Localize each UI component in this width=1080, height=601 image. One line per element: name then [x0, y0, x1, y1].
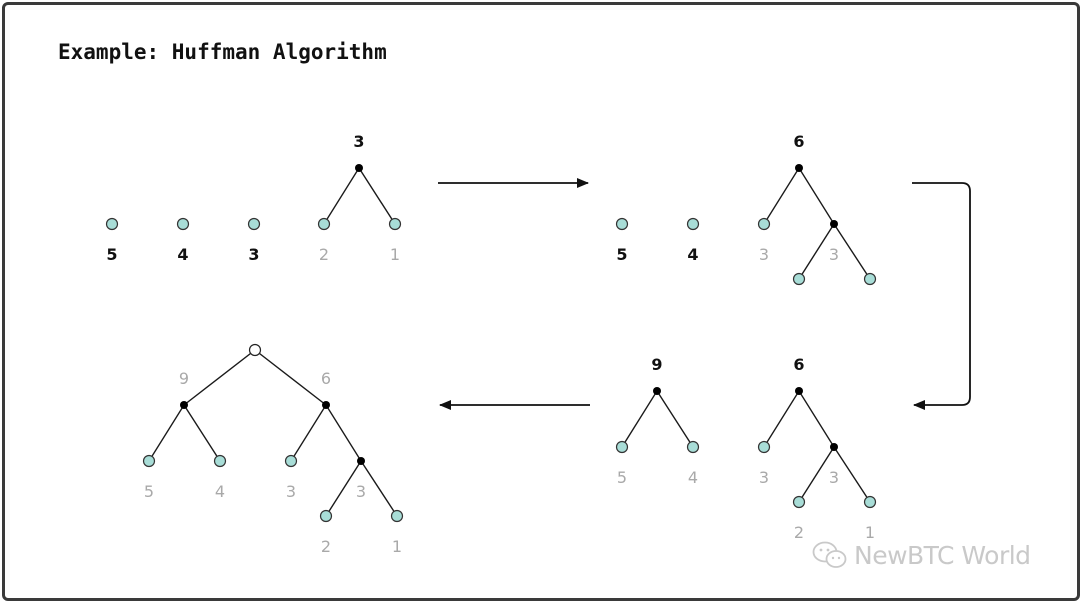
step-3-label-leaf3: 3 — [759, 468, 769, 487]
step-2-node-n6 — [795, 164, 803, 172]
step-4-node-n3 — [357, 457, 365, 465]
step-4-edge-n3-leaf1 — [360, 460, 398, 517]
step-4-edge-n6-n3 — [325, 404, 362, 462]
step-3-edge-n3-leaf1 — [833, 446, 871, 503]
step-2-label-leaf5: 5 — [616, 245, 627, 264]
page-title: Example: Huffman Algorithm — [58, 40, 387, 64]
step-1-edge-n3-leaf1 — [358, 167, 396, 225]
step-2-node-leaf4 — [686, 217, 700, 231]
step-3-label-n3: 3 — [829, 468, 839, 487]
step-4-node-n9 — [180, 401, 188, 409]
step-2-edge-n6-n3 — [798, 167, 835, 225]
step-4-label-leaf3: 3 — [286, 482, 296, 501]
step-3-node-leaf4 — [686, 440, 700, 454]
step-4-node-leaf3 — [284, 454, 298, 468]
step-1-node-leaf5 — [105, 217, 119, 231]
step-1-edge-n3-leaf2 — [323, 167, 360, 225]
step-4-label-n9: 9 — [179, 369, 189, 388]
step-1-node-leaf2 — [317, 217, 331, 231]
step-2-label-leaf4: 4 — [687, 245, 698, 264]
step-2-edge-n6-leaf3 — [763, 167, 800, 225]
step-1-label-leaf5: 5 — [106, 245, 117, 264]
step-4-edge-n6-leaf3 — [290, 404, 327, 462]
step-4-label-leaf4: 4 — [215, 482, 225, 501]
step-3-edge-n6-n3 — [798, 390, 835, 448]
step-3-label-n9: 9 — [651, 355, 662, 374]
watermark-text: NewBTC World — [854, 540, 1031, 570]
step-4-edge-n3-leaf2 — [325, 460, 362, 517]
step-2-edge-n3-leaf1 — [833, 223, 871, 280]
step-3-label-leaf1: 1 — [865, 523, 875, 542]
arrow-step2-to-step3 — [912, 182, 971, 410]
step-2-label-leaf3: 3 — [759, 245, 769, 264]
step-4-edge-n9-leaf5 — [148, 404, 185, 462]
step-4-label-leaf5: 5 — [144, 482, 154, 501]
step-3-node-leaf3 — [757, 440, 771, 454]
step-4-edge-root-n6 — [254, 349, 327, 406]
step-4-node-leaf4 — [213, 454, 227, 468]
step-2-edge-n3-leaf2 — [798, 223, 835, 280]
step-3-edge-n6-leaf3 — [763, 390, 800, 448]
step-4-node-leaf2 — [319, 509, 333, 523]
step-3-label-leaf5: 5 — [617, 468, 627, 487]
wechat-icon — [812, 541, 847, 568]
step-4-edge-n9-leaf4 — [183, 404, 221, 462]
step-2-label-n3: 3 — [829, 245, 839, 264]
step-3-edge-n9-leaf5 — [621, 390, 658, 448]
step-1-label-n3: 3 — [353, 132, 364, 151]
step-4-node-n6 — [322, 401, 330, 409]
step-1-node-n3 — [355, 164, 363, 172]
step-1-label-leaf3: 3 — [248, 245, 259, 264]
step-4-node-leaf5 — [142, 454, 156, 468]
step-3-edge-n9-leaf4 — [656, 390, 694, 448]
step-1-node-leaf3 — [247, 217, 261, 231]
step-2-node-leaf1 — [863, 272, 877, 286]
watermark: NewBTC World — [812, 538, 1031, 572]
step-4-label-leaf2: 2 — [321, 537, 331, 556]
step-3-node-leaf1 — [863, 495, 877, 509]
step-4-edge-root-n9 — [183, 349, 256, 406]
step-3-label-leaf2: 2 — [794, 523, 804, 542]
step-3-node-n9 — [653, 387, 661, 395]
step-3-node-leaf5 — [615, 440, 629, 454]
step-3-label-leaf4: 4 — [688, 468, 698, 487]
step-3-label-n6: 6 — [793, 355, 804, 374]
step-1-label-leaf1: 1 — [390, 245, 400, 264]
step-1-node-leaf1 — [388, 217, 402, 231]
step-2-node-leaf3 — [757, 217, 771, 231]
step-1-label-leaf2: 2 — [319, 245, 329, 264]
step-2-node-leaf2 — [792, 272, 806, 286]
step-2-label-n6: 6 — [793, 132, 804, 151]
step-1-node-leaf4 — [176, 217, 190, 231]
step-2-node-n3 — [830, 220, 838, 228]
step-4-label-leaf1: 1 — [392, 537, 402, 556]
step-4-node-leaf1 — [390, 509, 404, 523]
step-3-node-n6 — [795, 387, 803, 395]
step-3-edge-n3-leaf2 — [798, 446, 835, 503]
step-1-label-leaf4: 4 — [177, 245, 188, 264]
step-3-node-n3 — [830, 443, 838, 451]
step-3-node-leaf2 — [792, 495, 806, 509]
step-4-label-n3: 3 — [356, 482, 366, 501]
step-2-node-leaf5 — [615, 217, 629, 231]
step-4-node-root — [248, 343, 262, 357]
step-4-label-n6: 6 — [321, 369, 331, 388]
